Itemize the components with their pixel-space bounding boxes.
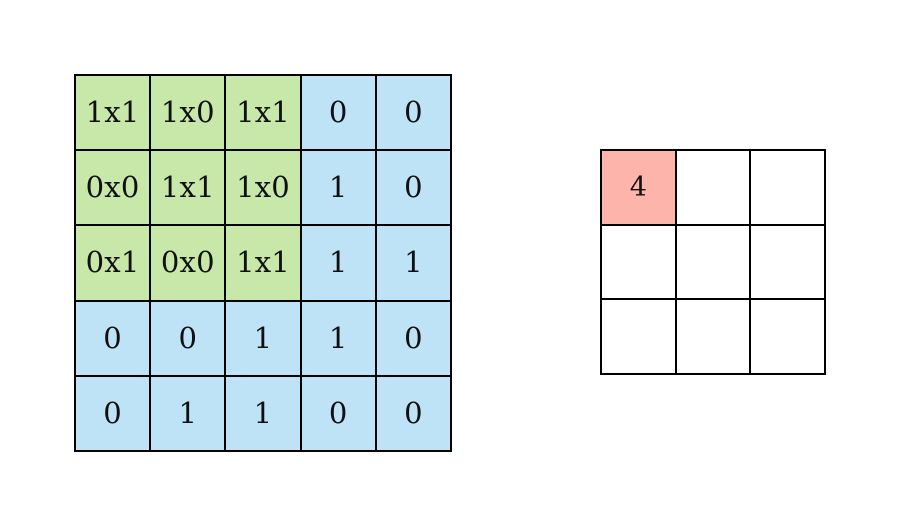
input-cell-r1c3[interactable]: 1x1 (226, 76, 300, 150)
output-cell-r2c2[interactable] (676, 225, 750, 299)
input-cell-r2c2[interactable]: 1x1 (151, 151, 225, 225)
input-cell-r4c4[interactable]: 1 (301, 301, 375, 375)
input-cell-r3c2[interactable]: 0x0 (151, 226, 225, 300)
input-cell-r3c1[interactable]: 0x1 (76, 226, 150, 300)
output-feature-map-grid: 4 (600, 149, 826, 375)
input-cell-r3c4[interactable]: 1 (301, 226, 375, 300)
input-cell-r5c4[interactable]: 0 (301, 376, 375, 450)
input-cell-r1c5[interactable]: 0 (376, 76, 450, 150)
input-cell-r5c5[interactable]: 0 (376, 376, 450, 450)
input-cell-r2c3[interactable]: 1x0 (226, 151, 300, 225)
output-cell-r2c3[interactable] (751, 225, 824, 299)
input-cell-r2c5[interactable]: 0 (376, 151, 450, 225)
input-cell-r5c1[interactable]: 0 (76, 376, 150, 450)
input-cell-r3c3[interactable]: 1x1 (226, 226, 300, 300)
input-cell-r4c2[interactable]: 0 (151, 301, 225, 375)
output-cell-r3c2[interactable] (676, 300, 750, 373)
input-cell-r2c4[interactable]: 1 (301, 151, 375, 225)
output-cell-r1c2[interactable] (676, 151, 750, 224)
output-cell-r3c1[interactable] (602, 300, 675, 373)
input-cell-r1c4[interactable]: 0 (301, 76, 375, 150)
input-cell-r4c3[interactable]: 1 (226, 301, 300, 375)
output-cell-r1c3[interactable] (751, 151, 824, 224)
input-cell-r1c2[interactable]: 1x0 (151, 76, 225, 150)
output-cell-r3c3[interactable] (751, 300, 824, 373)
input-cell-r4c5[interactable]: 0 (376, 301, 450, 375)
input-feature-map-grid: 1x1 1x0 1x1 0 0 0x0 1x1 1x0 1 0 0x1 0x0 … (74, 74, 452, 452)
output-cell-r1c1[interactable]: 4 (602, 151, 675, 224)
input-cell-r1c1[interactable]: 1x1 (76, 76, 150, 150)
input-cell-r5c2[interactable]: 1 (151, 376, 225, 450)
input-cell-r5c3[interactable]: 1 (226, 376, 300, 450)
input-cell-r4c1[interactable]: 0 (76, 301, 150, 375)
input-cell-r3c5[interactable]: 1 (376, 226, 450, 300)
output-cell-r2c1[interactable] (602, 225, 675, 299)
input-cell-r2c1[interactable]: 0x0 (76, 151, 150, 225)
